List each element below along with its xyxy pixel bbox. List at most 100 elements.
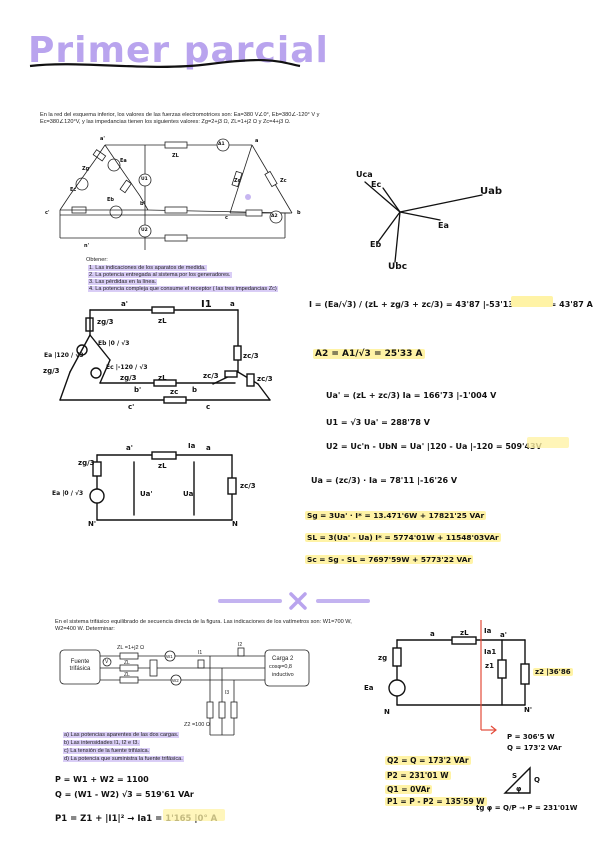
eq-a2: A2 = A1/√3 = 25'33 A [313,349,425,359]
p2-carga2-label: Carga 2 [272,656,294,662]
task-4: 4. La potencia compleja que consume el r… [88,286,278,292]
fig1-label-b-prime: b' [140,201,146,207]
p2-result-p2: P2 = 231'01 W [385,771,451,780]
c2-zg3: zg/3 [78,459,95,467]
p2-i2-label: I2 [238,642,243,648]
eq-sl: SL = 3(Ua' - Ua) I* = 5774'01W + 11548'0… [305,533,501,542]
c1-zg3: zg/3 [97,318,114,326]
tri-phi: φ [516,785,522,793]
c1-c: c [206,403,211,411]
fig1-label-c-prime: c' [45,210,50,216]
p2-eq-p: P = W1 + W2 = 1100 [55,775,149,784]
tri-q: Q [534,776,540,784]
eq-u2: U2 = Uc'n - UbN = Ua' |120 - Ua |-120 = … [326,442,542,451]
p2c-zg: zg [378,654,388,662]
c1-b: b [192,386,198,394]
eq-ua-prime: Ua' = (zL + zc/3) Ia = 166'73 |-1'004 V [326,391,497,400]
c1-zc3-b: zc/3 [203,372,219,380]
eq-sc: Sc = Sg - SL = 7697'59W + 5773'22 VAr [305,555,474,564]
fig1-label-c: c [225,215,228,221]
c2-ua: Ua [183,490,194,498]
phasor-label-eb: Eb [370,240,382,249]
c1-i1: I1 [201,299,212,310]
p2-i1-label: I1 [198,650,203,656]
p2-cos-label: cosφ=0,8 [269,664,292,670]
c1-c-prime: c' [128,403,135,411]
fig1-label-a2: A2 [271,214,278,219]
task-2: 2. La potencia entregada al sistema por … [88,272,232,278]
phasor-label-uab: Uab [480,186,503,197]
p2-fuente-label: Fuente trifásica [69,659,91,672]
phasor-label-ea: Ea [438,221,449,230]
p2-result-q2: Q2 = Q = 173'2 VAr [385,756,471,765]
c2-ia: Ia [188,442,196,450]
p2c-ea: Ea [364,684,374,692]
task-1: 1. Las indicaciones de los aparatos de m… [88,265,207,271]
p2-zl2-label: ZL [124,660,130,666]
fig1-label-ea: Ea [120,158,127,164]
c2-a: a [206,444,211,452]
p2-eq-p1: P1 = Z1 + |I1|² → Ia1 = 1'165 |0° A [55,814,218,824]
c1-ea: Ea |120 / √3 [44,352,84,359]
p2-result-p: P = 306'5 W [507,733,555,741]
p2-zl3-label: ZL [124,672,130,678]
p2c-n-prime: N' [524,706,533,714]
c1-zc: zc [170,388,179,396]
c2-zl: zL [158,462,167,470]
eq-line-current: I = (Ea/√3) / (zL + zg/3 + zc/3) = 43'87… [309,300,593,309]
p2-i3-label: I3 [225,690,230,696]
c1-zc3: zc/3 [243,352,259,360]
p2-result-q1: Q1 = 0VAr [385,785,433,794]
p2c-a: a [430,630,435,638]
p2c-z2: z2 |36'86 [533,668,573,676]
tri-s: S [512,772,518,780]
p2c-ia1: Ia1 [484,648,497,656]
eq-u1: U1 = √3 Ua' = 288'78 V [326,418,430,427]
fig1-label-zc-1: Zc [234,178,241,184]
c1-b-prime: b' [134,386,142,394]
p2-task-c: c) La tensión de la fuente trifásica. [63,748,151,754]
c1-zc3-c: zc/3 [257,375,273,383]
c2-n2: N [232,520,238,528]
p2-inductivo-label: inductivo [272,672,294,678]
p2-task-b: b) Las intensidades I1, I2 e I3. [63,740,140,746]
problem2-statement: En el sistema trifásico equilibrado de s… [55,619,352,632]
c1-ec: Ec |-120 / √3 [106,364,148,371]
p2c-z1: z1 [485,662,494,670]
phasor-label-ec: Ec [371,180,382,189]
c1-a-prime: a' [121,300,128,308]
fig1-label-zl: ZL [172,153,179,159]
fig1-label-u2: U2 [141,228,148,233]
fig1-label-a: a [255,138,259,144]
c2-a-prime: a' [126,444,133,452]
fig1-label-b: b [297,210,301,216]
p2c-a-prime: a' [500,631,507,639]
task-3: 3. Las pérdidas en la línea. [88,279,158,285]
p2-task-d: d) La potencia que suministra la fuente … [63,756,184,762]
problem1-statement: En la red del esquema inferior, los valo… [40,112,320,125]
fig1-label-ec: Ec [70,187,77,193]
fig1-label-a1: A1 [218,142,225,147]
p2-w2-label: W2 [172,678,179,683]
c2-ea: Ea |0 / √3 [52,490,84,497]
p2-v-label: V [105,659,109,665]
fig1-label-zc-2: Zc [280,178,287,184]
phasor-label-uca: Uca [356,170,373,179]
eq-sg: Sg = 3Ua' · I* = 13.471'6W + 17821'25 VA… [305,511,487,520]
c2-n1: N' [88,520,97,528]
c2-zc3: zc/3 [240,482,256,490]
eq-ua: Ua = (zc/3) · Ia = 78'11 |-16'26 V [311,476,458,485]
p2-zl-label: ZL =1+j2 Ω [117,645,145,651]
c1-zl-b: zL [158,374,167,382]
fig1-label-a-prime: a' [100,136,105,142]
p2c-zl: zL [460,629,469,637]
